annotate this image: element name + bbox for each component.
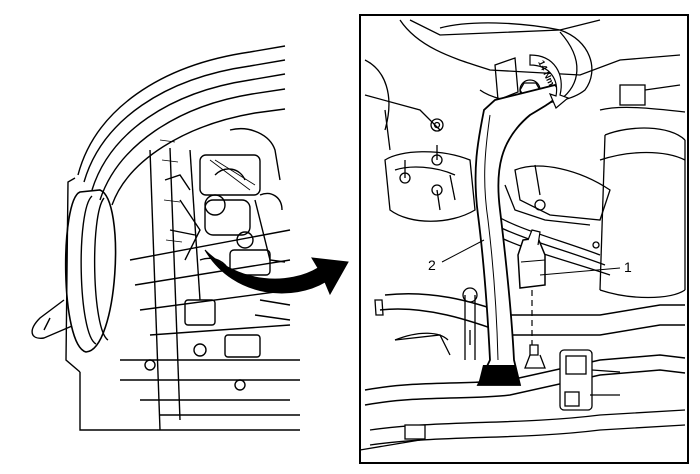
detail-view (359, 19, 686, 451)
callout-leaders (441, 239, 621, 276)
callout-1: 1 (624, 259, 632, 275)
brace-part-2 (474, 84, 560, 386)
overview-hatching (159, 139, 256, 243)
torque-indicator (529, 54, 570, 109)
vehicle-overview (31, 45, 300, 431)
arrow-to-detail (204, 249, 349, 296)
clip-part-1 (517, 229, 546, 345)
callout-2: 2 (428, 257, 436, 273)
